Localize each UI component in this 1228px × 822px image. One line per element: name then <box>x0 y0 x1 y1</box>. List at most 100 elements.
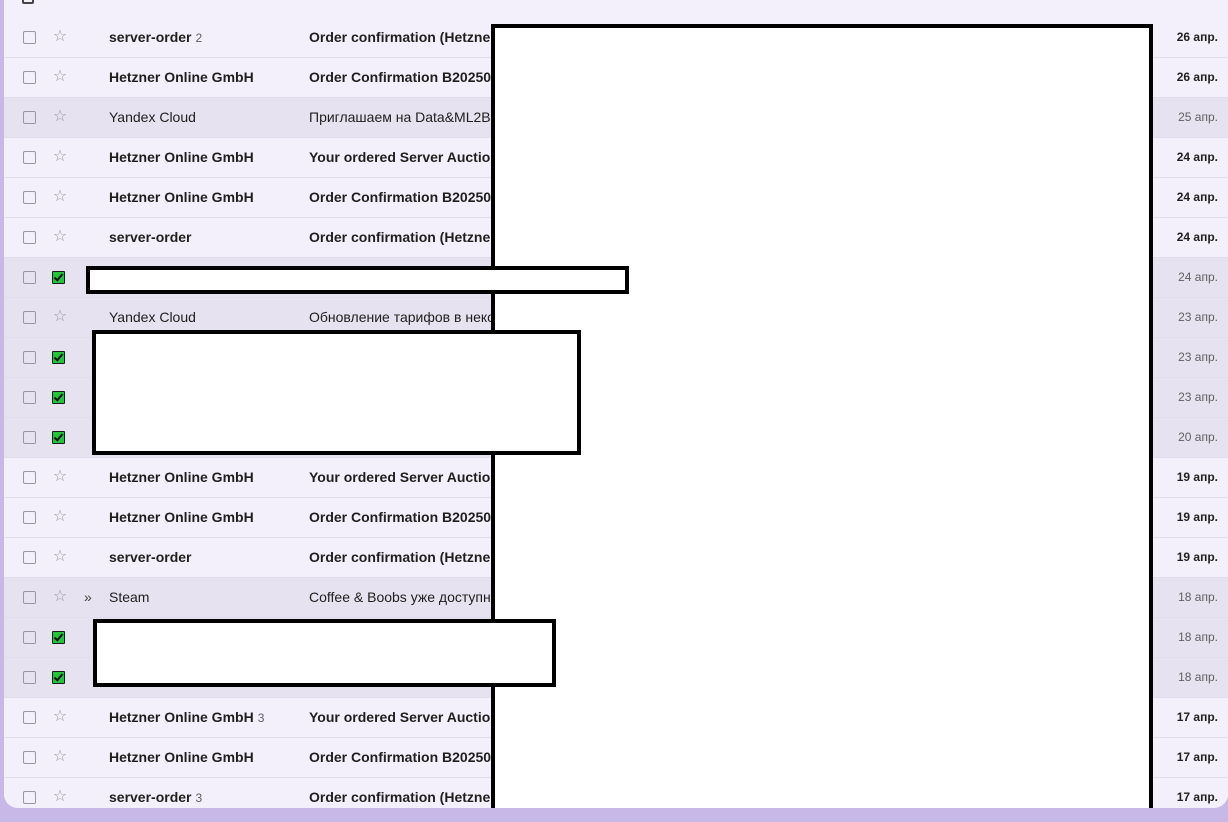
mail-subject: Обновление тарифов в неко <box>309 309 494 325</box>
mail-sender: Hetzner Online GmbH <box>109 189 299 205</box>
checked-mark-icon[interactable] <box>52 671 65 684</box>
mail-subject: Order Confirmation B20250 <box>309 69 492 85</box>
star-outline-icon[interactable]: ☆ <box>52 548 68 565</box>
sender-name: Hetzner Online GmbH <box>109 189 254 205</box>
checkbox-icon[interactable] <box>23 551 36 564</box>
mail-sender: Yandex Cloud <box>109 109 299 125</box>
mail-subject: Your ordered Server Auctio <box>309 709 491 725</box>
mail-date: 18 апр. <box>1178 670 1218 684</box>
checkbox-icon[interactable] <box>23 791 36 804</box>
mail-subject: Your ordered Server Auctio <box>309 469 491 485</box>
sender-name: server-order <box>109 789 192 805</box>
mail-date: 23 апр. <box>1178 390 1218 404</box>
mail-date: 26 апр. <box>1176 30 1218 44</box>
sender-name: server-order <box>109 229 192 245</box>
mail-date: 19 апр. <box>1176 510 1218 524</box>
mail-date: 17 апр. <box>1176 710 1218 724</box>
checkbox-icon[interactable] <box>23 711 36 724</box>
checkbox-icon[interactable] <box>23 471 36 484</box>
checkbox-icon[interactable] <box>23 71 36 84</box>
mail-date: 17 апр. <box>1176 790 1218 804</box>
checked-mark-icon[interactable] <box>52 431 65 444</box>
mail-date: 18 апр. <box>1178 630 1218 644</box>
checkbox-icon[interactable] <box>23 191 36 204</box>
checkbox-icon[interactable] <box>23 391 36 404</box>
mail-subject: Order Confirmation B20250 <box>309 509 492 525</box>
mail-date: 18 апр. <box>1178 590 1218 604</box>
mail-sender: Hetzner Online GmbH <box>109 69 299 85</box>
checkbox-icon[interactable] <box>23 671 36 684</box>
mail-date: 25 апр. <box>1178 110 1218 124</box>
sender-name: Hetzner Online GmbH <box>109 749 254 765</box>
redaction-block-main <box>491 24 1153 808</box>
mail-date: 26 апр. <box>1176 70 1218 84</box>
thread-count: 3 <box>257 711 265 725</box>
checkbox-icon[interactable] <box>23 111 36 124</box>
mail-date: 24 апр. <box>1176 150 1218 164</box>
mail-date: 24 апр. <box>1176 230 1218 244</box>
sender-name: server-order <box>109 549 192 565</box>
checkbox-icon[interactable] <box>23 751 36 764</box>
sender-name: Yandex Cloud <box>109 109 196 125</box>
mail-date: 24 апр. <box>1176 190 1218 204</box>
sender-name: Hetzner Online GmbH <box>109 509 254 525</box>
mail-subject: Приглашаем на Data&ML2B <box>309 109 491 125</box>
mail-subject: Order confirmation (Hetzne <box>309 29 491 45</box>
checked-mark-icon[interactable] <box>52 391 65 404</box>
star-outline-icon[interactable]: ☆ <box>52 588 68 605</box>
star-outline-icon[interactable]: ☆ <box>52 188 68 205</box>
mail-sender: server-order <box>109 549 299 565</box>
mail-date: 24 апр. <box>1178 270 1218 284</box>
mail-sender: server-order <box>109 229 299 245</box>
mail-date: 17 апр. <box>1176 750 1218 764</box>
checkbox-icon[interactable] <box>23 231 36 244</box>
sender-name: Yandex Cloud <box>109 309 196 325</box>
mail-subject: Order confirmation (Hetzne <box>309 229 491 245</box>
sender-name: Hetzner Online GmbH <box>109 709 254 725</box>
select-all-checkbox-icon[interactable] <box>22 0 34 4</box>
important-marker-icon[interactable]: » <box>84 589 92 605</box>
checkbox-icon[interactable] <box>23 151 36 164</box>
mail-sender: Hetzner Online GmbH <box>109 749 299 765</box>
mail-subject: Your ordered Server Auctio <box>309 149 491 165</box>
star-outline-icon[interactable]: ☆ <box>52 708 68 725</box>
sender-name: Steam <box>109 589 150 605</box>
checkbox-icon[interactable] <box>23 351 36 364</box>
checkbox-icon[interactable] <box>23 511 36 524</box>
star-outline-icon[interactable]: ☆ <box>52 68 68 85</box>
checked-mark-icon[interactable] <box>52 271 65 284</box>
mail-subject: Order Confirmation B20250 <box>309 189 492 205</box>
mail-date: 23 апр. <box>1178 350 1218 364</box>
mail-sender: Hetzner Online GmbH <box>109 509 299 525</box>
checked-mark-icon[interactable] <box>52 631 65 644</box>
checkbox-icon[interactable] <box>23 31 36 44</box>
star-outline-icon[interactable]: ☆ <box>52 108 68 125</box>
sender-name: Hetzner Online GmbH <box>109 149 254 165</box>
mail-subject: Order confirmation (Hetzne <box>309 549 491 565</box>
mail-date: 23 апр. <box>1178 310 1218 324</box>
star-outline-icon[interactable]: ☆ <box>52 748 68 765</box>
star-outline-icon[interactable]: ☆ <box>52 28 68 45</box>
mail-date: 19 апр. <box>1176 550 1218 564</box>
checkbox-icon[interactable] <box>23 631 36 644</box>
checked-mark-icon[interactable] <box>52 351 65 364</box>
star-outline-icon[interactable]: ☆ <box>52 228 68 245</box>
mail-subject: Order Confirmation B20250 <box>309 749 492 765</box>
mail-sender: Yandex Cloud <box>109 309 299 325</box>
sender-name: Hetzner Online GmbH <box>109 69 254 85</box>
checkbox-icon[interactable] <box>23 271 36 284</box>
star-outline-icon[interactable]: ☆ <box>52 468 68 485</box>
checkbox-icon[interactable] <box>23 311 36 324</box>
star-outline-icon[interactable]: ☆ <box>52 148 68 165</box>
redaction-block-rows-2 <box>93 619 556 687</box>
star-outline-icon[interactable]: ☆ <box>52 788 68 805</box>
checkbox-icon[interactable] <box>23 431 36 444</box>
star-outline-icon[interactable]: ☆ <box>52 308 68 325</box>
thread-count: 3 <box>195 791 203 805</box>
checkbox-icon[interactable] <box>23 591 36 604</box>
mail-sender: Steam <box>109 589 299 605</box>
star-outline-icon[interactable]: ☆ <box>52 508 68 525</box>
